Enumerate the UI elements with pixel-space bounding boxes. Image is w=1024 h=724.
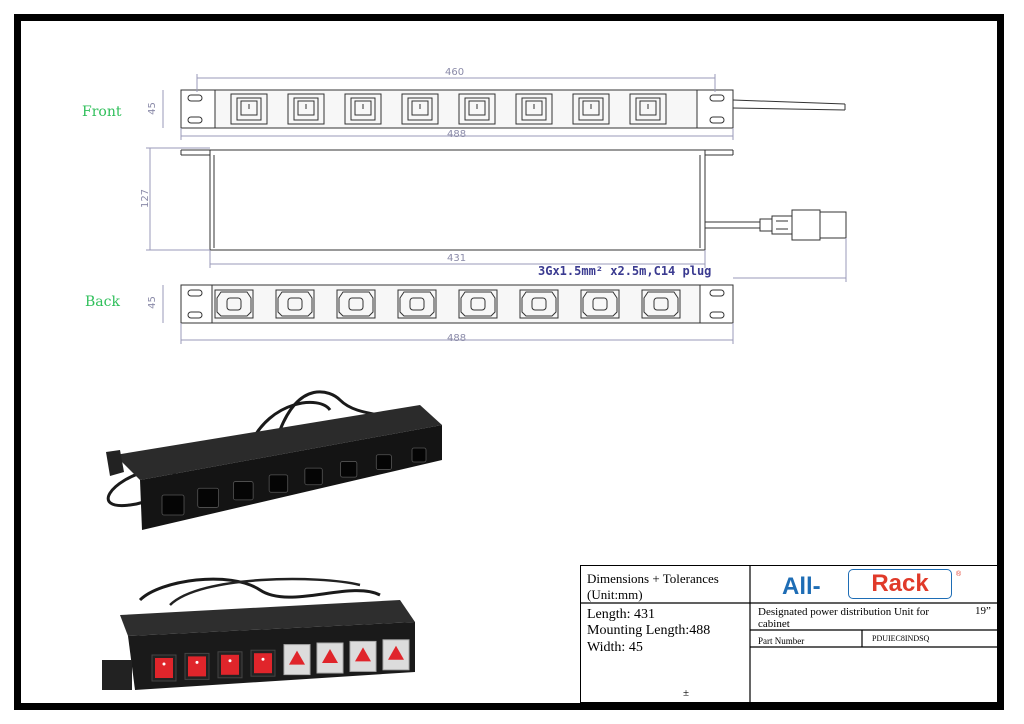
- title-block-lines: [580, 565, 1001, 703]
- front-switch: [401, 93, 439, 125]
- description-text: Designated power distribution Unit for: [758, 606, 930, 618]
- front-view: [162, 74, 846, 140]
- back-socket: [214, 289, 254, 319]
- photo-rear-pdu: [106, 390, 442, 530]
- dim-45-back: 45: [146, 296, 158, 309]
- photo-front-pdu: [102, 577, 415, 690]
- mounting-length-value: Mounting Length:488: [587, 623, 711, 638]
- cable-spec: 3Gx1.5mm² x2.5m,C14 plug: [538, 264, 712, 278]
- photo-rear-socket: [411, 447, 427, 463]
- photo-rear-socket: [340, 461, 358, 478]
- part-number-value: PDUIEC8INDSQ: [872, 634, 930, 643]
- photo-front-indicator-switch: [283, 644, 311, 676]
- back-socket: [336, 289, 376, 319]
- back-socket: [580, 289, 620, 319]
- photo-rear-socket: [197, 487, 219, 508]
- title-block: [580, 565, 1001, 703]
- logo-text-rack: Rack: [848, 569, 952, 599]
- front-switch: [287, 93, 325, 125]
- back-socket: [519, 289, 559, 319]
- photo-front-red-switch: [250, 649, 276, 677]
- front-switch: [344, 93, 382, 125]
- back-view: [162, 284, 734, 344]
- photo-front-indicator-switch: [382, 639, 410, 671]
- top-view: [146, 147, 847, 282]
- photo-front-red-switch: [217, 651, 243, 679]
- drawing-frame: [14, 14, 1004, 710]
- back-socket: [275, 289, 315, 319]
- photo-rear-socket: [233, 481, 254, 501]
- back-view-label: Back: [85, 294, 120, 310]
- back-socket: [397, 289, 437, 319]
- front-switch: [230, 93, 268, 125]
- part-number-label: Part Number: [758, 636, 805, 646]
- photo-rear-socket: [304, 467, 323, 486]
- dim-488-back: 488: [447, 333, 467, 344]
- front-switch: [458, 93, 496, 125]
- photo-rear-socket: [375, 454, 392, 470]
- logo-text-all: All-: [782, 573, 821, 600]
- width-value: Width: 45: [587, 640, 643, 655]
- front-view-label: Front: [82, 104, 122, 120]
- front-switch: [572, 93, 610, 125]
- dims-heading: Dimensions + Tolerances: [587, 571, 719, 586]
- photo-front-indicator-switch: [349, 640, 377, 672]
- length-value: Length: 431: [587, 607, 656, 622]
- description-cont: cabinet: [758, 618, 790, 630]
- tolerance-symbol: ±: [683, 687, 690, 699]
- description-size: 19”: [975, 605, 991, 617]
- dims-unit: (Unit:mm): [587, 587, 643, 602]
- dim-460: 460: [445, 67, 465, 78]
- dim-431: 431: [447, 253, 467, 264]
- photo-front-red-switch: [184, 652, 210, 680]
- back-socket: [641, 289, 681, 319]
- photo-front-red-switch: [151, 654, 177, 682]
- back-socket: [458, 289, 498, 319]
- dim-45-front: 45: [146, 102, 158, 115]
- photo-rear-socket: [268, 474, 289, 493]
- photo-front-indicator-switch: [316, 642, 344, 674]
- front-switch: [515, 93, 553, 125]
- front-switch: [629, 93, 667, 125]
- dim-127: 127: [140, 188, 152, 209]
- dim-488-front: 488: [447, 129, 467, 140]
- logo-registered-mark: ®: [956, 571, 962, 578]
- photo-rear-socket: [161, 494, 185, 516]
